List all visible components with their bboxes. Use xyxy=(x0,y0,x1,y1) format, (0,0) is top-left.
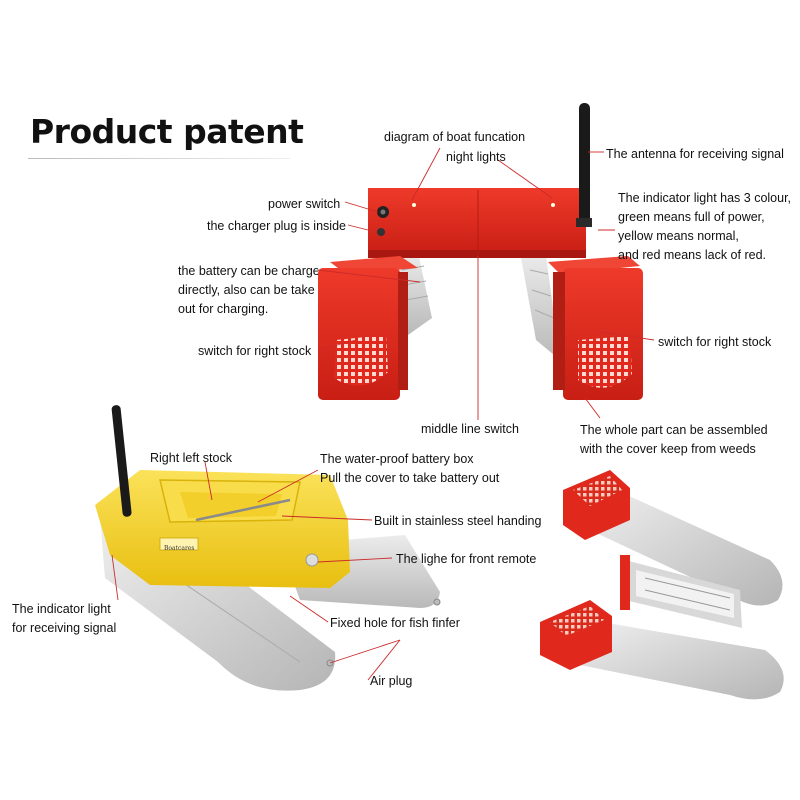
label-indicator-3colour: The indicator light has 3 colour, green … xyxy=(618,191,792,262)
label-whole-part: The whole part can be assembled with the… xyxy=(580,423,768,456)
label-power-switch: power switch xyxy=(268,197,341,211)
antenna xyxy=(579,103,590,225)
label-fixed-hole: Fixed hole for fish finfer xyxy=(330,616,460,630)
yellow-boat xyxy=(95,405,441,691)
assembled-view xyxy=(540,470,784,700)
front-remote-light xyxy=(305,553,319,567)
left-stock-grill xyxy=(334,335,388,386)
brand-mark: Boatcares xyxy=(164,545,195,552)
label-front-remote: The lighe for front remote xyxy=(396,552,537,566)
title-underline xyxy=(28,158,290,159)
right-hull-side xyxy=(520,252,560,360)
label-waterproof-box: The water-proof battery box Pull the cov… xyxy=(320,452,500,485)
night-light-dot xyxy=(412,203,416,207)
label-middle-line-switch: middle line switch xyxy=(421,422,519,436)
stainless-handle xyxy=(195,498,291,522)
page-title: Product patent xyxy=(30,112,304,151)
rear-view-boat xyxy=(318,103,643,400)
top-hull xyxy=(590,485,783,606)
label-antenna: The antenna for receiving signal xyxy=(606,147,784,161)
label-air-plug: Air plug xyxy=(370,674,413,688)
label-switch-right-stock-right: switch for right stock xyxy=(658,335,772,349)
yellow-antenna xyxy=(111,405,132,517)
leader-lines xyxy=(111,147,655,681)
label-night-lights: night lights xyxy=(446,150,506,164)
bottom-hull xyxy=(580,620,784,700)
right-stock-grill xyxy=(578,336,632,388)
label-stainless-handing: Built in stainless steel handing xyxy=(374,514,542,528)
label-switch-right-stock-left: switch for right stock xyxy=(198,344,312,358)
label-indicator-receiving: The indicator light for receiving signal xyxy=(12,602,117,635)
label-right-left-stock: Right left stock xyxy=(150,451,232,465)
label-diagram-function: diagram of boat funcation xyxy=(384,130,526,144)
label-charger-plug: the charger plug is inside xyxy=(207,219,346,233)
rear-battery-box xyxy=(368,188,586,256)
charger-plug xyxy=(377,228,385,236)
label-battery-charge: the battery can be charge directly, also… xyxy=(178,264,318,316)
